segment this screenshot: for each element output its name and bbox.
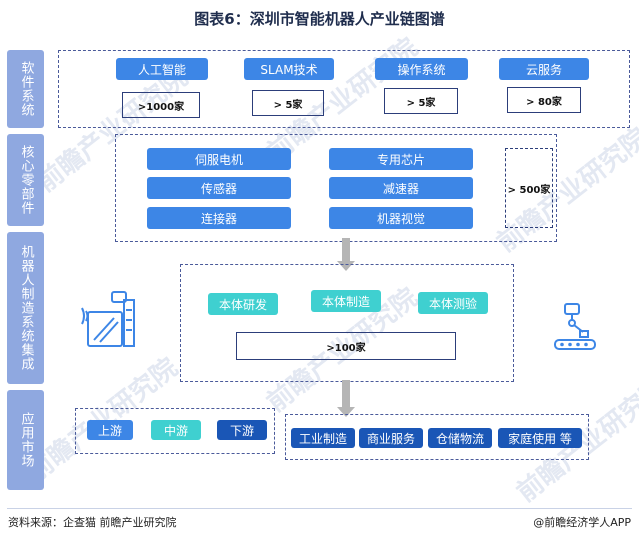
robot-arm-icon [78,290,146,358]
sidebar-manufacturing: 机器人制造系统集成 [7,232,44,384]
software-section [58,50,630,128]
flow-arrow-head [337,261,355,271]
manufacturing-count: >100家 [236,332,456,360]
components-count: > 500家 [505,148,553,228]
component-sensor: 传感器 [147,177,291,199]
flow-arrow [342,380,350,408]
manufacturing-section [180,264,514,382]
stage-midstream: 中游 [151,420,201,440]
app-industrial: 工业制造 [291,428,355,448]
footer-brand: @前瞻经济学人APP [533,516,631,529]
stage-downstream: 下游 [217,420,267,440]
footer-divider [7,508,632,509]
stage-upstream: 上游 [87,420,133,440]
app-commercial: 商业服务 [359,428,423,448]
assembly-line-icon [553,302,597,352]
component-connector: 连接器 [147,207,291,229]
software-count-ai: >1000家 [122,92,200,118]
manufacturing-production: 本体制造 [311,290,381,312]
components-section [115,134,557,242]
component-chip: 专用芯片 [329,148,473,170]
component-reducer: 减速器 [329,177,473,199]
market-stage-section [75,408,275,454]
app-household: 家庭使用 等 [498,428,582,448]
software-count-cloud: > 80家 [507,87,581,113]
software-item-os: 操作系统 [375,58,468,80]
sidebar-components: 核心零部件 [7,134,44,226]
app-logistics: 仓储物流 [428,428,492,448]
manufacturing-rd: 本体研发 [208,293,278,315]
market-application-section [285,414,589,460]
component-vision: 机器视觉 [329,207,473,229]
software-item-cloud: 云服务 [499,58,589,80]
flow-arrow-head [337,407,355,417]
sidebar-market: 应用市场 [7,390,44,490]
flow-arrow [342,238,350,262]
software-count-slam: > 5家 [252,90,324,116]
page-title: 图表6：深圳市智能机器人产业链图谱 [194,10,445,28]
manufacturing-testing: 本体测验 [418,292,488,314]
software-item-ai: 人工智能 [116,58,208,80]
footer-source: 资料来源：企查猫 前瞻产业研究院 [8,516,177,529]
software-count-os: > 5家 [384,88,458,114]
sidebar-software: 软件系统 [7,50,44,128]
software-item-slam: SLAM技术 [244,58,334,80]
component-servo: 伺服电机 [147,148,291,170]
